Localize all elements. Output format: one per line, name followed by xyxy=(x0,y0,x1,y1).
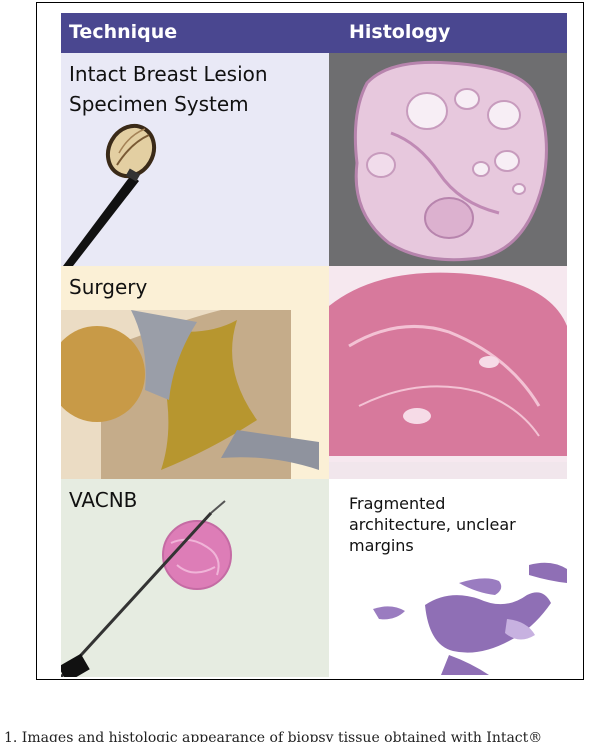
caption-text: 1. Images and histologic appearance of b… xyxy=(4,730,543,742)
intact-device-illustration xyxy=(63,123,157,266)
histology-intact-image xyxy=(353,60,548,262)
histology-vacnb-note: Fragmented architecture, unclear margins xyxy=(349,493,516,556)
histology-vacnb: Fragmented architecture, unclear margins xyxy=(329,479,567,677)
histology-surgery-image xyxy=(329,272,567,479)
technique-label-line1: Intact Breast Lesion xyxy=(69,62,268,86)
figure-caption: 1. Images and histologic appearance of b… xyxy=(0,726,612,742)
note-line-1: Fragmented xyxy=(349,494,446,513)
histology-intact xyxy=(329,53,567,266)
histology-surgery xyxy=(329,266,567,479)
surgery-illustration xyxy=(61,310,319,479)
histology-vacnb-image xyxy=(373,562,567,675)
comparison-table: Technique Histology Intact Breast Lesion… xyxy=(61,13,567,677)
figure-frame: Technique Histology Intact Breast Lesion… xyxy=(36,2,584,680)
header-technique: Technique xyxy=(69,21,178,43)
note-line-3: margins xyxy=(349,536,414,555)
technique-label-intact: Intact Breast Lesion Specimen System xyxy=(69,59,268,119)
row-vacnb: VACNB Fragmented architecture, unclear m… xyxy=(61,479,567,677)
row-surgery: Surgery xyxy=(61,266,567,479)
table-header: Technique Histology xyxy=(61,13,567,53)
vacnb-illustration xyxy=(61,500,232,677)
technique-label-vacnb: VACNB xyxy=(69,488,138,512)
technique-label-line2: Specimen System xyxy=(69,92,249,116)
header-histology: Histology xyxy=(349,21,451,43)
row-intact: Intact Breast Lesion Specimen System xyxy=(61,53,567,266)
technique-label-surgery: Surgery xyxy=(69,275,148,299)
note-line-2: architecture, unclear xyxy=(349,515,516,534)
